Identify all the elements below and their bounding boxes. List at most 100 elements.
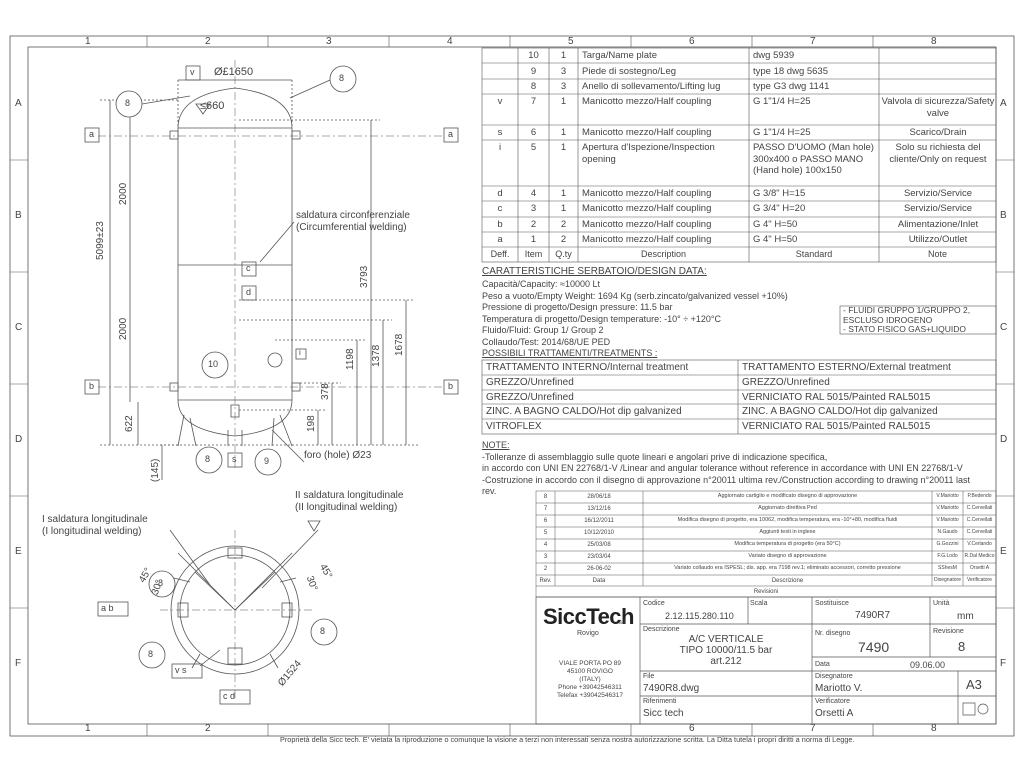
dim-lower: 2000 [118,317,129,340]
revision-date: 23/03/04 [587,554,611,560]
notes-block: NOTE: -Tolleranze di assemblaggio sulle … [482,440,970,496]
zone-1: 1 [85,36,91,47]
balloon-8-label-a: 8 [125,98,131,108]
parts-header-qty: Q.ty [555,249,572,259]
part-standard: G 1"1/4 H=25 [753,127,811,138]
tag-s: s [232,454,237,464]
treatment-internal: TRATTAMENTO INTERNO/Internal treatment [486,362,689,373]
file-label: File [643,673,655,680]
part-def: v [497,96,503,107]
tag-cd: c d [223,691,236,701]
revision-description: Modifica disegno di progetto, era 10062,… [677,517,898,523]
revision-drawn-by: SShesM [938,565,957,571]
zone-D-right: D [1000,434,1008,445]
tag-b-left: b [89,381,95,391]
company-address: VIALE PORTA PO 89 45100 ROVIGO (ITALY) P… [557,660,623,699]
scala-label: Scala [750,600,768,607]
part-description: Manicotto mezzo/Half coupling [582,234,712,245]
part-qty: 1 [560,188,567,199]
specs-title: CARATTERISTICHE SERBATOIO/DESIGN DATA: [482,266,707,277]
treatments-grid [481,359,997,435]
dim-145: (145) [150,458,161,482]
part-item: 2 [530,219,537,230]
part-note: Servizio/Service [903,203,973,214]
codice-value: 2.12.115.280.110 [665,611,734,621]
footer-copyright: Proprietà della Sicc tech. E' vietata la… [280,735,855,744]
part-standard: G 3/4" H=20 [753,203,806,214]
tag-v-box [185,65,201,81]
part-qty: 1 [560,50,567,61]
part-item: 7 [530,96,537,107]
treatment-external: VERNICIATO RAL 5015/Painted RAL5015 [742,392,931,403]
revision-number: 6 [543,518,548,524]
revision-date: 13/12/16 [587,506,611,512]
tag-d: d [246,287,252,297]
part-description: Apertura d'Ispezione/Inspection opening [582,142,715,165]
company-suffix: srl [619,620,626,626]
balloon-8-label-e: 8 [148,649,154,659]
balloon-8a [115,90,143,118]
revision-number: 8 [543,494,548,500]
part-item: 10 [528,50,539,61]
first-longitudinal-weld-label: I saldatura longitudinale(I longitudinal… [42,514,148,537]
part-note: Valvola di sicurezza/Safety valve [881,96,995,119]
revision-description: Variato collaudo era ISPESL; dis. app. e… [674,565,901,571]
fluid-group-box: - FLUIDI GRUPPO 1/GRUPPO 2, ESCLUSO IDRO… [843,305,971,334]
revisions-grid [535,490,997,598]
zone-5: 5 [568,36,574,47]
revision-date: 10/12/2010 [583,530,615,536]
tag-c: c [246,263,251,273]
data-label: Data [815,661,830,668]
second-longitudinal-weld-label: II saldatura longitudinale(II longitudin… [295,490,404,513]
zone-2-bottom: 2 [205,723,211,734]
balloon-8-label-c: 8 [205,454,211,464]
revision-description: Variato disegno di approvazione [748,553,827,559]
zone-B: B [15,210,22,221]
revision-checked-by: C.Cervellati [966,505,993,511]
zone-1-bottom: 1 [85,723,91,734]
treatment-external: GREZZO/Unrefined [742,377,830,388]
part-description: Piede di sostegno/Leg [582,66,677,77]
diameter-label: Ø£1650 [214,66,254,78]
part-def: a [497,234,503,245]
tag-ab: a b [101,603,114,613]
hole-label: foro (hole) Ø23 [304,450,372,461]
part-standard: G 1"1/4 H=25 [753,96,811,107]
dim-1678: 1678 [394,333,405,356]
revision-number: 2 [543,566,548,572]
zone-6-bottom: 6 [689,723,695,734]
part-item: 8 [530,81,537,92]
tank-elevation [98,60,445,480]
zone-E-right: E [1000,546,1007,557]
drawer-label: Disegnatore [815,673,853,680]
zone-4: 4 [447,36,453,47]
part-note: Servizio/Service [903,188,973,199]
zone-B-right: B [1000,210,1007,221]
revision-number: 7 [543,506,548,512]
drawing-number: 7490 [858,639,890,655]
revision-checked-by: P.Bedendo [967,493,992,499]
part-qty: 2 [560,234,567,245]
part-def: d [497,188,503,199]
part-note: Utilizzo/Outlet [908,234,968,245]
zone-2: 2 [205,36,211,47]
zone-A: A [15,98,22,109]
balloon-8-label-b: 8 [339,73,345,83]
part-item: 4 [530,188,537,199]
references-value: Sicc tech [643,708,684,719]
checker-value: Orsetti A [815,708,854,719]
tag-v: v [190,67,195,77]
tag-a-right: a [448,129,454,139]
part-qty: 1 [560,96,567,107]
part-qty: 1 [560,142,567,153]
revision-drawn-by: F.G.Lodo [937,553,958,559]
data-value: 09.06.00 [910,660,946,670]
company-logo: SiccTech [543,604,634,629]
revision-number: 4 [543,542,548,548]
part-description: Manicotto mezzo/Half coupling [582,188,712,199]
revision-date: 16/12/2011 [584,518,614,524]
revision-drawn-by: V.Mariotto [936,505,959,511]
codice-label: Codice [643,600,665,607]
revision-description: Aggiornato cartiglio e modificato disegn… [717,493,858,499]
revision-label: Revisione [933,628,964,635]
